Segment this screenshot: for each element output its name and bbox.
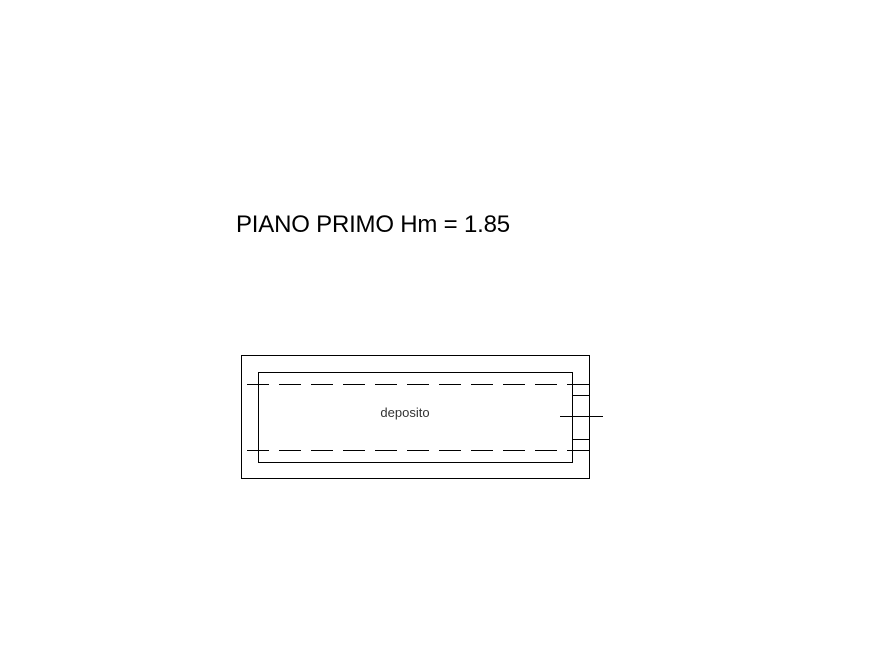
- room-label: deposito: [380, 405, 429, 420]
- plan-title: PIANO PRIMO Hm = 1.85: [236, 211, 510, 238]
